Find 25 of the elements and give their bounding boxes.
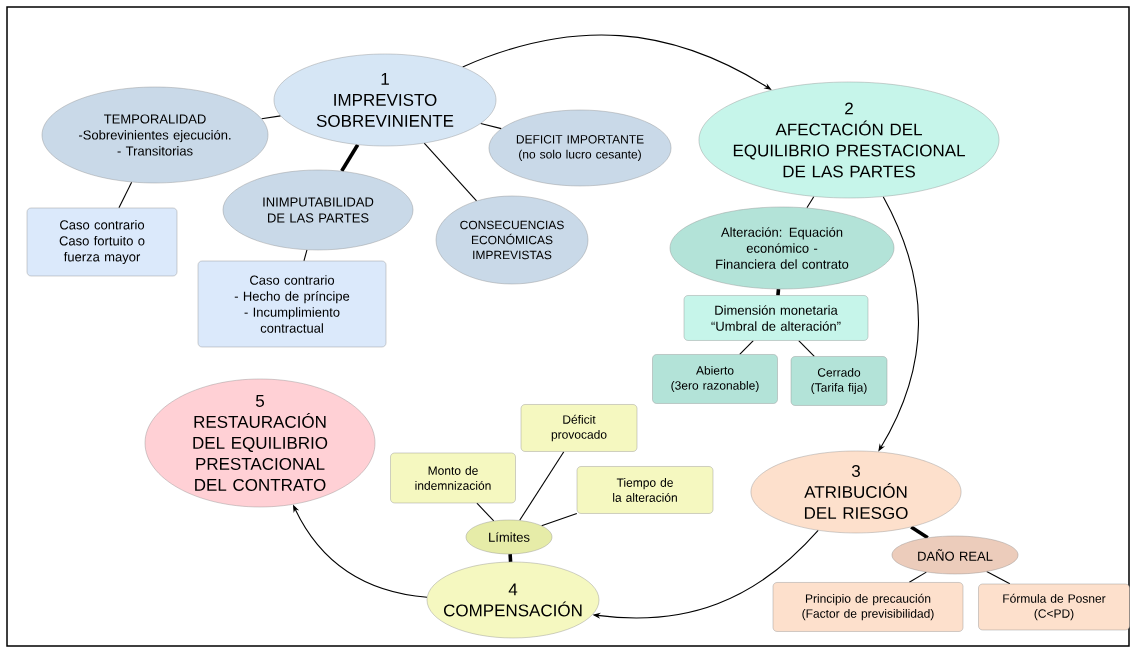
note-box: Principio de precaución (Factor de previsibilidad) (772, 582, 964, 632)
note-box: Monto de indemnización (390, 452, 516, 504)
note-box: Caso contrario Caso fortuito o fuerza mayor (26, 207, 178, 277)
connector-line (261, 115, 282, 120)
connector-line (910, 525, 929, 540)
note-box: Déficit provocado (520, 404, 638, 452)
connector-line (908, 571, 927, 583)
connector-line (519, 451, 565, 521)
connector-line (798, 340, 815, 357)
connector-line (476, 502, 495, 522)
connector-line (541, 512, 578, 527)
connector-line (423, 142, 478, 202)
connector-line (118, 181, 133, 209)
connector-line (986, 571, 1011, 585)
note-box: Cerrado (Tarifa fija) (790, 356, 888, 406)
connector-line (806, 196, 815, 209)
note-box: Dimensión monetaria “Umbral de alteración” (683, 295, 869, 341)
connector-line (739, 340, 754, 355)
note-box: Fórmula de Posner (C<PD) (978, 583, 1130, 631)
note-box: Tiempo de la alteración (576, 466, 714, 514)
note-box: Caso contrario - Hecho de príncipe - Incumplimiento contractual (197, 260, 387, 348)
connector-line (480, 123, 502, 130)
connector-line (303, 249, 308, 262)
connector-line (340, 143, 360, 172)
note-box: Abierto (3ero razonable) (652, 354, 778, 404)
